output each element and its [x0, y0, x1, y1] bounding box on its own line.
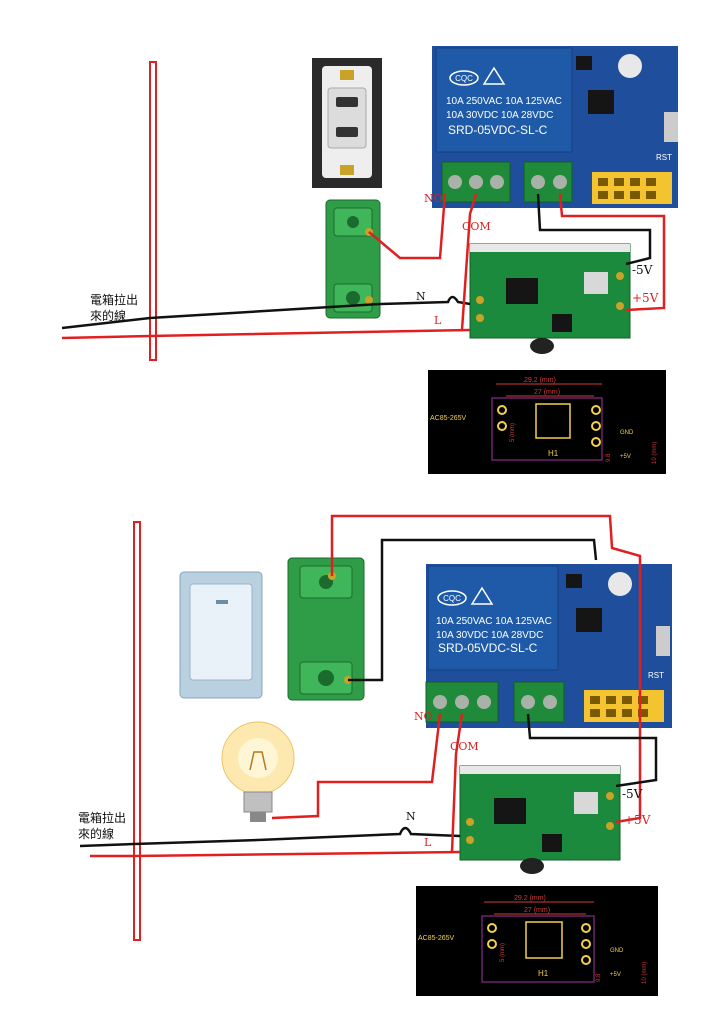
pcb-dim-5-bottom: 5 (mm): [500, 943, 506, 962]
relay-rst: RST: [656, 153, 672, 162]
relay-spec-2-bottom: 10A 30VDC 10A 28VDC: [436, 630, 543, 641]
label-live-bottom: L: [424, 836, 432, 849]
wall-outline-bottom: [133, 521, 141, 941]
label-panel-line1: 電箱拉出: [90, 292, 138, 307]
label-pos5v-bottom: +5V: [624, 813, 651, 827]
pcb-plus5-bottom: +5V: [610, 972, 621, 978]
pcb-dim-10: 10 (mm): [652, 442, 658, 464]
label-panel-line1-bottom: 電箱拉出: [78, 810, 126, 825]
pcb-dim-9: 9.8: [606, 453, 612, 462]
pcb-dim-inner: 27 (mm): [534, 389, 560, 396]
label-no: NO: [424, 192, 443, 205]
power-module-bottom: [459, 765, 621, 874]
pcb-dim-5: 5 (mm): [510, 423, 516, 442]
pcb-dim-inner-bottom: 27 (mm): [524, 907, 550, 914]
switch-base-bottom: [287, 557, 365, 701]
light-bulb-image: [221, 721, 295, 822]
relay-model-bottom: SRD-05VDC-SL-C: [438, 641, 538, 655]
relay-rst-bottom: RST: [648, 671, 664, 680]
pcb-component-bottom: H1: [538, 969, 549, 978]
wire-no-to-bulb: [271, 713, 442, 820]
label-pos5v: +5V: [632, 291, 659, 305]
label-com: COM: [462, 220, 491, 233]
pcb-component: H1: [548, 449, 559, 458]
wire-neutral-bottom: [79, 826, 461, 848]
relay-logo-bottom: CQC: [443, 594, 461, 603]
wire-neutral: [61, 295, 471, 330]
power-module: [469, 243, 631, 354]
wire-com: [460, 193, 478, 331]
relay-terminal-block-power-bottom: [513, 681, 565, 723]
wire-live-bottom: [90, 850, 461, 858]
label-live: L: [434, 314, 442, 327]
pcb-layout-bottom: 29.2 (mm) 27 (mm) AC85-265V 5 (mm) H1 GN…: [416, 886, 658, 996]
relay-model: SRD-05VDC-SL-C: [448, 123, 548, 137]
relay-logo: CQC: [455, 74, 473, 83]
wall-outline: [149, 61, 157, 361]
pcb-layout: 29.2 (mm) 27 (mm) AC85-265V 5 (mm) H1 GN…: [428, 370, 666, 474]
wire-switch-to-relay-pos: [330, 514, 642, 824]
wire-relay-pos: [558, 193, 666, 312]
label-panel-line2-bottom: 來的線: [78, 826, 114, 841]
label-neutral-bottom: N: [406, 810, 416, 823]
diagram-bottom: CQC 10A 250VAC 10A 125VAC 10A 30VDC 10A …: [78, 514, 672, 996]
label-neutral: N: [416, 290, 426, 303]
wire-switch-to-no: [368, 193, 447, 260]
relay-spec-2: 10A 30VDC 10A 28VDC: [446, 110, 553, 121]
switch-base: [325, 199, 381, 319]
relay-terminal-block-power: [523, 161, 573, 203]
pcb-gnd: GND: [620, 430, 634, 436]
pcb-dim-10-bottom: 10 (mm): [642, 962, 648, 984]
pcb-dim-9-bottom: 9.8: [596, 973, 602, 982]
label-no-bottom: NO: [414, 710, 433, 723]
pcb-dim-outer: 29.2 (mm): [524, 377, 556, 384]
wire-com-bottom: [450, 713, 464, 853]
pcb-input-bottom: AC85-265V: [418, 935, 455, 942]
relay-spec-1-bottom: 10A 250VAC 10A 125VAC: [436, 616, 552, 627]
wire-relay-neg-bottom: [526, 713, 658, 788]
label-com-bottom: COM: [450, 740, 479, 753]
label-neg5v: -5V: [632, 263, 653, 277]
pcb-dim-outer-bottom: 29.2 (mm): [514, 895, 546, 902]
label-neg5v-bottom: -5V: [622, 787, 643, 801]
pcb-input: AC85-265V: [430, 415, 467, 422]
wire-relay-neg: [536, 193, 652, 266]
pcb-gnd-bottom: GND: [610, 948, 624, 954]
pcb-plus5: +5V: [620, 454, 631, 460]
label-panel-line2: 來的線: [90, 308, 126, 323]
outlet-image: [312, 58, 382, 188]
wire-switch-to-relay-neg: [348, 538, 598, 682]
rocker-switch-image: [179, 571, 263, 699]
wire-live: [61, 328, 471, 340]
relay-spec-1: 10A 250VAC 10A 125VAC: [446, 96, 562, 107]
diagram-top: CQC 10A 250VAC 10A 125VAC 10A 30VDC 10A …: [61, 46, 678, 474]
